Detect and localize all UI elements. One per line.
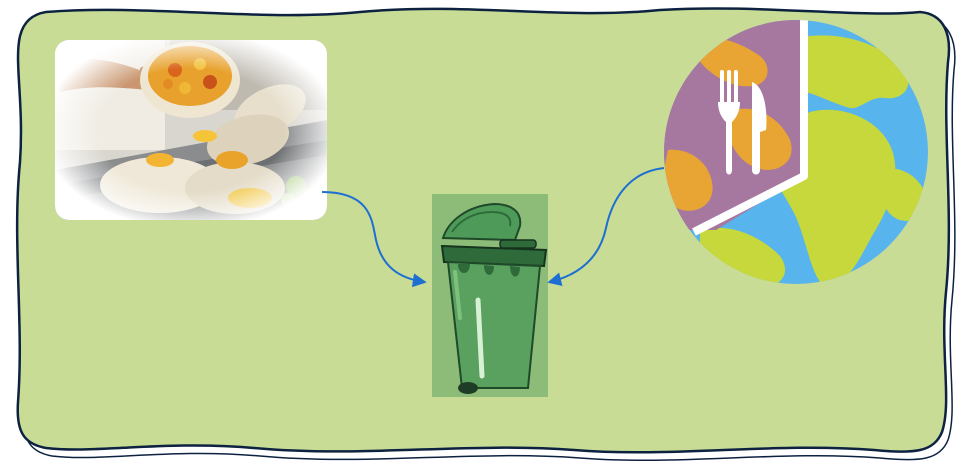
food-waste-photo [55,40,327,220]
